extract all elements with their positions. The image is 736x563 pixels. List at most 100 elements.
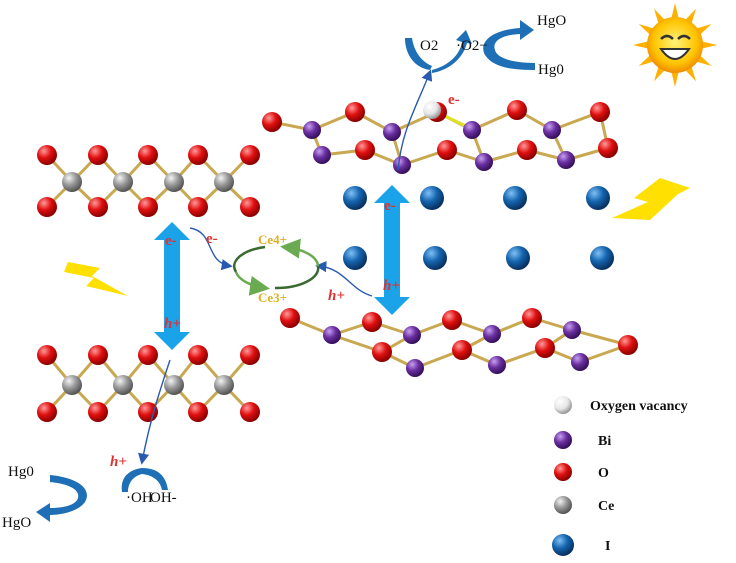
- iodine-atom: [343, 186, 367, 210]
- cerium-atom: [113, 172, 133, 192]
- oxygen-atom: [138, 197, 158, 217]
- oxygen-atom: [507, 100, 527, 120]
- lightning-icon: [64, 262, 128, 296]
- oxygen-atom: [522, 308, 542, 328]
- hydroxyl-radical-label: ·OH: [126, 490, 153, 506]
- transfer-electron-label: e-: [206, 231, 218, 247]
- bismuth-atom: [383, 123, 401, 141]
- bismuth-atom: [463, 121, 481, 139]
- sun-icon: [633, 3, 717, 87]
- sun-ray: [700, 41, 717, 49]
- oxygen-atom: [618, 335, 638, 355]
- cerium-atom: [62, 172, 82, 192]
- oxygen-atom: [345, 102, 365, 122]
- oxygen-atom: [437, 140, 457, 160]
- legend-label: I: [605, 539, 610, 554]
- ceo2-electron-label: e-: [165, 233, 177, 249]
- oxygen-atom: [240, 402, 260, 422]
- oxygen-atom: [240, 345, 260, 365]
- oxygen-atom: [262, 112, 282, 132]
- bismuth-atom: [475, 153, 493, 171]
- oxygen-atom: [37, 145, 57, 165]
- superoxide-label: ·O2−: [456, 38, 488, 54]
- charge-transfer-curves: [138, 69, 433, 465]
- cerium-atom: [62, 375, 82, 395]
- iodine-atom: [420, 186, 444, 210]
- iodine-atom: [343, 246, 367, 270]
- ce4-label: Ce4+: [258, 232, 287, 247]
- cerium-atom: [164, 375, 184, 395]
- bismuth-atom: [571, 353, 589, 371]
- iodine-atom: [423, 246, 447, 270]
- oxygen-atom: [535, 338, 555, 358]
- ceo2-hole-label: h+: [164, 316, 181, 332]
- cerium-atom: [113, 375, 133, 395]
- oxygen-vacancy-atom: [423, 101, 441, 119]
- oxygen-atom: [280, 308, 300, 328]
- legend-label: Ce: [598, 499, 614, 514]
- vacancy-electron-label: e-: [448, 92, 460, 108]
- bioi-electron-label: e-: [384, 198, 396, 214]
- iodine-atom: [590, 246, 614, 270]
- hgo-bottom-label: HgO: [2, 515, 31, 531]
- lightning-icon: [612, 178, 690, 220]
- oxygen-atom: [88, 145, 108, 165]
- legend-swatch: [554, 496, 572, 514]
- transfer-hole-label: h+: [328, 288, 345, 304]
- iodine-atom: [586, 186, 610, 210]
- oxygen-atom: [372, 342, 392, 362]
- ceo2-band-arrow: [154, 222, 190, 350]
- sun-ray: [671, 70, 679, 87]
- oxygen-atom: [37, 197, 57, 217]
- iodine-atom: [506, 246, 530, 270]
- bioi-band-arrow: [374, 185, 410, 315]
- oxygen-atom: [598, 138, 618, 158]
- oxygen-atom: [590, 102, 610, 122]
- bismuth-atom: [403, 326, 421, 344]
- oxygen-atom: [452, 340, 472, 360]
- cerium-atom: [214, 375, 234, 395]
- hgo-top-label: HgO: [537, 13, 566, 29]
- legend-swatch: [554, 463, 572, 481]
- legend-label: Oxygen vacancy: [590, 399, 688, 414]
- bismuth-atom: [563, 321, 581, 339]
- ce-redox-cycle: [233, 238, 320, 296]
- iodine-atom: [503, 186, 527, 210]
- hg0-bottom-label: Hg0: [8, 464, 34, 480]
- oxygen-atom: [88, 345, 108, 365]
- oxygen-atom: [240, 145, 260, 165]
- legend-swatch: [552, 534, 574, 556]
- oxygen-atom: [188, 402, 208, 422]
- hg0-top-label: Hg0: [538, 62, 564, 78]
- oxygen-atom: [517, 140, 537, 160]
- oxygen-atom: [240, 197, 260, 217]
- oxygen-atom: [138, 145, 158, 165]
- legend-swatch: [554, 396, 572, 414]
- cerium-atom: [214, 172, 234, 192]
- oxygen-atom: [188, 345, 208, 365]
- oxygen-atom: [362, 312, 382, 332]
- bismuth-atom: [323, 326, 341, 344]
- bismuth-atom: [393, 156, 411, 174]
- crystal-bonds: [45, 108, 629, 414]
- bismuth-atom: [483, 325, 501, 343]
- hydroxide-label: OH-: [150, 490, 177, 506]
- surface-hole-label: h+: [110, 454, 127, 470]
- bismuth-atom: [406, 359, 424, 377]
- oxygen-atom: [88, 197, 108, 217]
- bismuth-atom: [303, 121, 321, 139]
- sun-ray: [671, 3, 679, 20]
- bioi-hole-label: h+: [383, 278, 400, 294]
- oxygen-atom: [138, 345, 158, 365]
- legend-swatch: [554, 431, 572, 449]
- bismuth-atom: [313, 146, 331, 164]
- oxygen-atom: [355, 140, 375, 160]
- oxygen-atom: [188, 145, 208, 165]
- oxygen-atom: [37, 402, 57, 422]
- cerium-atom: [164, 172, 184, 192]
- oxygen-atom: [188, 197, 208, 217]
- ce3-label: Ce3+: [258, 290, 287, 305]
